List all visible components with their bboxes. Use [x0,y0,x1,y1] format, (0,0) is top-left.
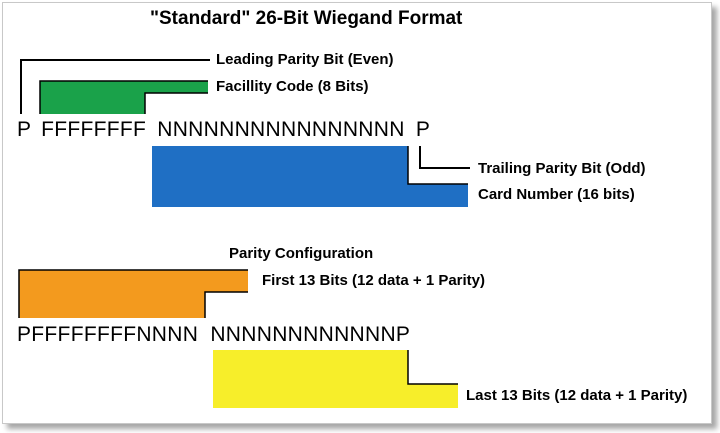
facility-bits: FFFFFFFF [41,118,147,141]
last-13-bits: NNNNNNNNNNNNP [210,323,411,346]
card-number-label: Card Number (16 bits) [478,186,635,203]
last-13-step [407,350,458,385]
parity-configuration-heading: Parity Configuration [229,245,374,262]
first-13-label: First 13 Bits (12 data + 1 Parity) [262,272,486,289]
card-number-step [407,146,468,185]
diagram-title: "Standard" 26-Bit Wiegand Format [150,8,463,29]
facility-code-outline [39,80,208,114]
first-13-outline [18,269,248,318]
facility-code-label: Facillity Code (8 Bits) [216,78,369,95]
first-13-step [204,291,248,318]
leading-parity-bit: P [17,118,31,141]
card-bits: NNNNNNNNNNNNNNNN [157,118,405,141]
last-13-label: Last 13 Bits (12 data + 1 Parity) [466,387,688,404]
leading-parity-bracket [20,59,210,114]
bit-string-row: P FFFFFFFF NNNNNNNNNNNNNNNN P [17,118,430,142]
facility-code-step [144,92,208,114]
trailing-parity-label: Trailing Parity Bit (Odd) [478,160,646,177]
trailing-parity-bracket [419,146,470,169]
last-13-block [213,350,458,408]
facility-code-block [40,81,208,114]
first-13-block [19,270,248,318]
trailing-parity-bit: P [415,118,431,141]
leading-parity-label: Leading Parity Bit (Even) [216,51,394,68]
first-13-bits: PFFFFFFFFNNNN [17,323,199,346]
card-number-block [152,146,468,207]
parity-bit-string-row: PFFFFFFFFNNNN NNNNNNNNNNNNP [17,323,410,347]
